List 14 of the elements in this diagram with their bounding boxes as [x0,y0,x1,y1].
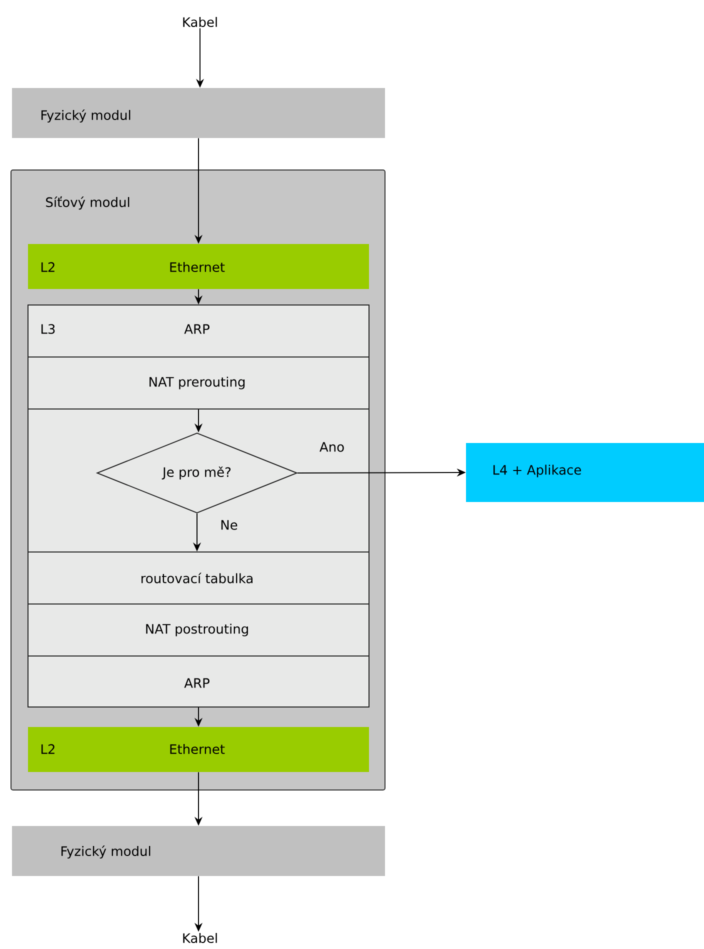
edge-label: Ano [318,441,346,453]
application-box: L4 + Aplikace [466,443,704,502]
edge-label: Ne [219,519,239,531]
process-row: ARP [28,656,370,708]
module-bar: Fyzický modul [12,88,385,138]
process-row: routovací tabulka [28,552,370,604]
process-row: NAT postrouting [28,604,370,656]
cable-label: Kabel [183,16,217,28]
cable-label: Kabel [183,932,217,944]
layer-bar: L2 Ethernet [28,727,369,772]
process-row: L3 ARP [28,304,370,358]
module-bar: Fyzický modul [12,826,385,876]
process-row: NAT prerouting [28,356,370,410]
layer-bar: L2 Ethernet [28,244,369,289]
